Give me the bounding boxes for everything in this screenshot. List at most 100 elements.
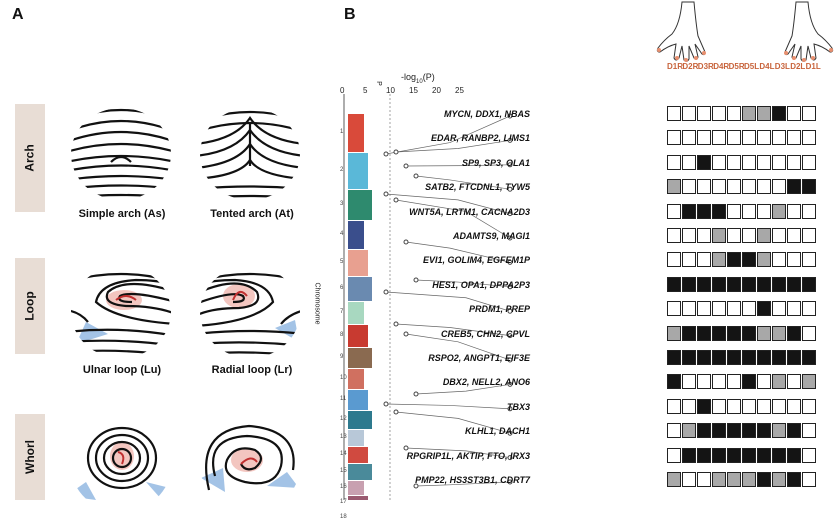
grid-cell (742, 423, 756, 439)
grid-cell (712, 252, 726, 268)
digit-grid-row (667, 350, 817, 365)
chromosome-axis-label: Chromosome (313, 282, 321, 325)
digit-grid-row (667, 203, 817, 219)
snp-marker (383, 401, 389, 407)
chromosome-label-5: 5 (340, 259, 344, 265)
grid-cell (727, 252, 741, 268)
grid-cell (802, 447, 816, 463)
snp-marker (413, 277, 419, 283)
digit-grid-row (667, 130, 817, 146)
connector-line (415, 384, 511, 395)
grid-cell (802, 130, 816, 146)
grid-cell (772, 276, 786, 292)
axis-tick-15: 15 (409, 86, 418, 95)
digit-label-d3r: D3R (697, 62, 714, 71)
connector-line (395, 411, 511, 434)
connector-line (395, 199, 511, 239)
grid-cell (712, 203, 726, 219)
grid-cell (682, 276, 696, 292)
grid-cell (772, 301, 786, 317)
grid-cell (712, 423, 726, 439)
grid-cell (787, 398, 801, 414)
axis-tick-25: 25 (455, 86, 464, 95)
grid-cell (727, 276, 741, 292)
grid-cell (757, 154, 771, 170)
grid-cell (802, 301, 816, 317)
grid-cell (772, 252, 786, 268)
gene-label: ADAMTS9, MAGI1 (452, 231, 530, 241)
grid-cell (712, 179, 726, 195)
grid-cell (712, 276, 726, 292)
grid-cell (772, 325, 786, 341)
panel-b-letter: B (344, 6, 356, 23)
gene-marker (507, 211, 513, 217)
gene-label: SP9, SP3, OLA1 (461, 157, 530, 168)
grid-cell (682, 106, 696, 121)
grid-cell (727, 374, 741, 390)
gene-marker (507, 479, 513, 485)
gene-marker (507, 113, 513, 119)
snp-marker (403, 163, 409, 169)
grid-cell (667, 472, 681, 487)
grid-cell (742, 325, 756, 341)
grid-cell (727, 203, 741, 219)
grid-cell (757, 350, 771, 365)
chromosome-label-1: 1 (340, 129, 344, 135)
grid-cell (697, 179, 711, 195)
grid-cell (742, 252, 756, 268)
grid-cell (727, 325, 741, 341)
grid-cell (682, 447, 696, 463)
gene-marker (507, 284, 513, 290)
gene-marker (507, 308, 513, 314)
connector-line (405, 447, 511, 458)
grid-cell (742, 203, 756, 219)
gene-marker (507, 430, 513, 436)
grid-cell (772, 447, 786, 463)
digit-grid-row (667, 301, 817, 317)
connector-line (385, 291, 511, 312)
grid-cell (667, 447, 681, 463)
grid-cell (787, 301, 801, 317)
chromosome-band-17 (348, 496, 368, 500)
gene-marker (507, 357, 513, 363)
grid-cell (787, 325, 801, 341)
grid-cell (682, 325, 696, 341)
grid-cell (667, 350, 681, 365)
grid-cell (667, 228, 681, 243)
snp-marker (383, 191, 389, 197)
category-arch: Arch (15, 104, 45, 212)
grid-cell (712, 130, 726, 146)
grid-cell (697, 423, 711, 439)
digit-grid-row (667, 374, 817, 390)
grid-cell (697, 472, 711, 487)
whorl-fingerprint-2 (200, 420, 300, 492)
grid-cell (727, 130, 741, 146)
grid-cell (757, 276, 771, 292)
grid-cell (757, 179, 771, 195)
gene-marker (507, 186, 513, 192)
grid-cell (802, 350, 816, 365)
chromosome-band-9 (348, 348, 372, 368)
gene-marker (507, 162, 513, 168)
snp-marker (403, 239, 409, 245)
grid-cell (742, 154, 756, 170)
chromosome-label-12: 12 (340, 416, 347, 422)
grid-cell (787, 447, 801, 463)
grid-cell (772, 374, 786, 390)
chromosome-band-3 (348, 190, 372, 220)
grid-cell (787, 472, 801, 487)
grid-cell (757, 203, 771, 219)
panel-a-letter: A (12, 6, 24, 23)
digit-label-d4l: D4L (759, 62, 775, 71)
grid-cell (682, 301, 696, 317)
grid-cell (802, 154, 816, 170)
grid-cell (682, 398, 696, 414)
grid-cell (697, 447, 711, 463)
connector-line (405, 241, 511, 263)
chromosome-band-7 (348, 302, 364, 324)
chromosome-band-5 (348, 250, 368, 276)
grid-cell (727, 472, 741, 487)
grid-cell (727, 179, 741, 195)
grid-cell (742, 130, 756, 146)
grid-cell (682, 130, 696, 146)
